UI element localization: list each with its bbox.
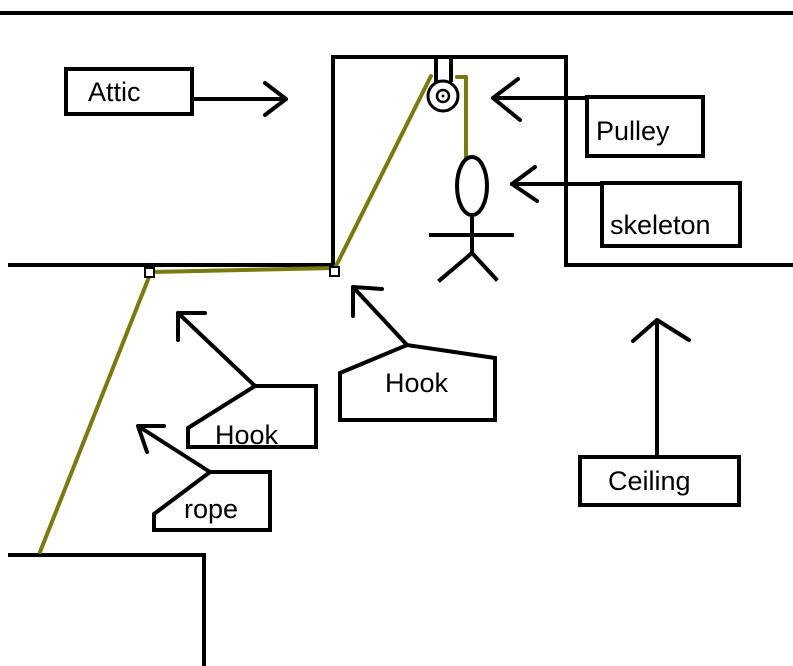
attic-arrow-icon <box>190 81 288 117</box>
lower-floor-step <box>8 553 206 666</box>
arrows <box>136 77 691 474</box>
hook-lower-label-box: Hook <box>186 384 318 450</box>
attic-label: Attic <box>88 77 141 107</box>
hook-upper-marker <box>329 266 340 277</box>
hook-lower-label: Hook <box>215 420 279 450</box>
ceiling-label-box: Ceiling <box>578 455 741 507</box>
rope-label-box: rope <box>152 470 272 532</box>
hook-lower-marker <box>144 267 155 278</box>
hook-upper-arrow-icon <box>351 285 409 347</box>
skeleton-label: skeleton <box>610 210 711 240</box>
building-structure <box>8 55 793 666</box>
hook-upper-label: Hook <box>385 368 449 398</box>
hook-upper-label-box: Hook <box>338 342 497 422</box>
rope-label: rope <box>184 494 238 524</box>
rope-drop <box>455 75 468 160</box>
skeleton-figure-icon <box>429 155 514 283</box>
rope-arrow-icon <box>136 424 212 474</box>
rope-line <box>38 74 433 554</box>
hook-lower-arrow-icon <box>176 311 257 388</box>
pulley-label-box: Pulley <box>585 95 705 158</box>
ceiling-label: Ceiling <box>608 466 691 496</box>
pulley-icon <box>426 58 460 113</box>
skeleton-label-box: skeleton <box>600 181 742 248</box>
pulley-label: Pulley <box>596 116 670 146</box>
attic-enclosure <box>331 55 793 267</box>
ceiling-arrow-icon <box>631 318 691 457</box>
attic-label-box: Attic <box>64 67 194 116</box>
skeleton-arrow-icon <box>510 165 604 203</box>
pulley-arrow-icon <box>491 77 589 122</box>
